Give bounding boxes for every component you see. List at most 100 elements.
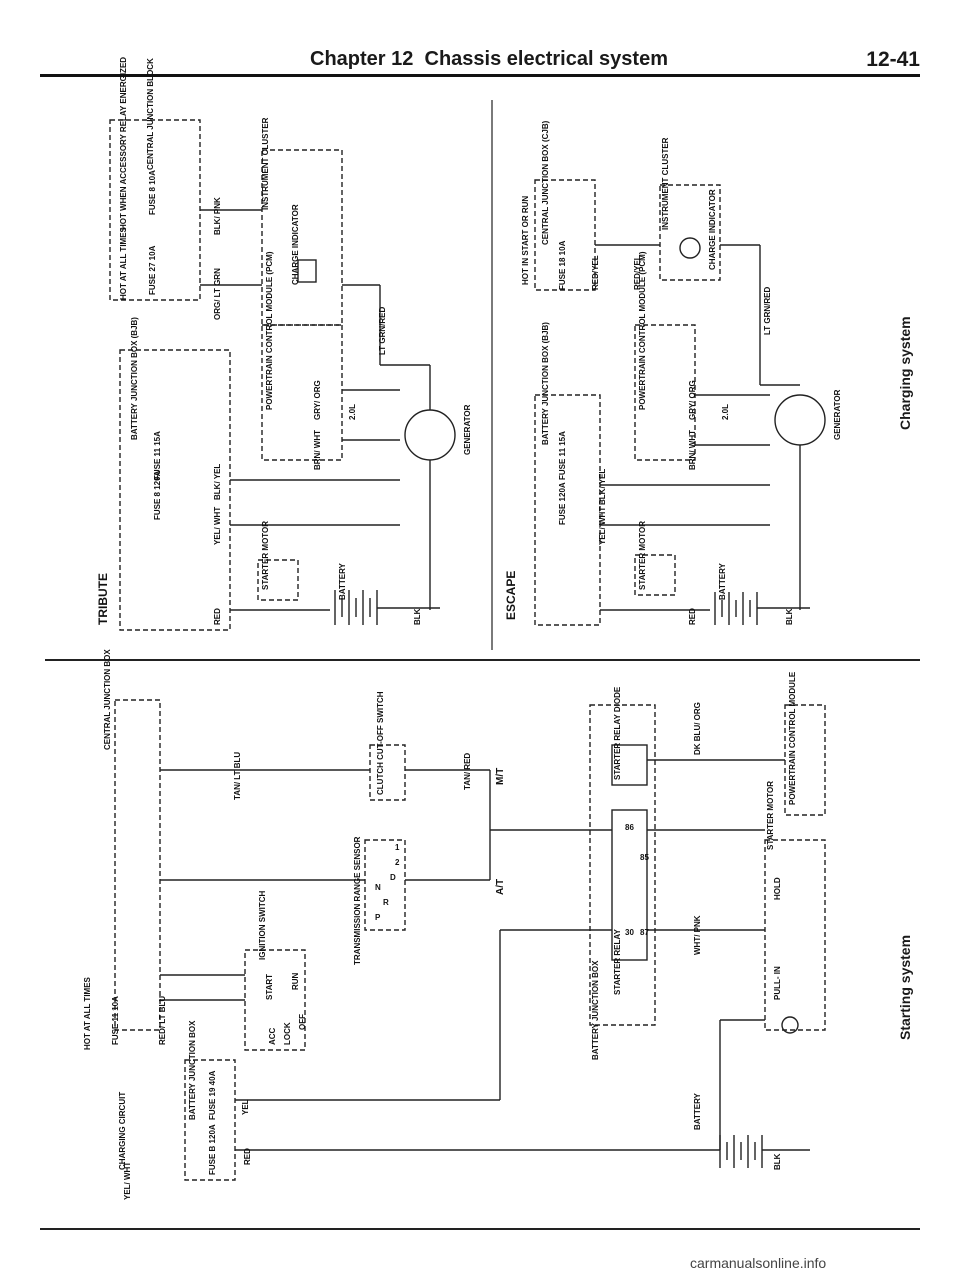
transmission-range-sensor-box — [364, 839, 406, 931]
escape-instrument-cluster — [659, 184, 721, 281]
starting-label-central-junction: CENTRAL JUNCTION BOX — [103, 649, 112, 750]
starting-wire-label-dk-blu-org: DK BLU/ ORG — [693, 702, 702, 755]
tribute-label-pcm: POWERTRAIN CONTROL MODULE (PCM) — [265, 251, 274, 410]
escape-label-central-junction: CENTRAL JUNCTION BOX (CJB) — [541, 120, 550, 245]
starting-label-pcm: POWERTRAIN CONTROL MODULE — [788, 671, 797, 805]
escape-label-fuse-11: FUSE 11 15A — [558, 431, 567, 480]
relay-pin-86: 86 — [625, 823, 634, 832]
tribute-wire-label-blk-pnk: BLK/ PNK — [213, 197, 222, 235]
tribute-instrument-cluster — [261, 149, 343, 326]
tribute-starter-motor-box — [257, 559, 299, 601]
escape-central-junction-box — [534, 179, 596, 291]
starting-label-hold: HOLD — [773, 877, 782, 900]
tribute-title: TRIBUTE — [96, 573, 110, 625]
footer-rule — [40, 1228, 920, 1230]
starting-wire-label-wht-pnk: WHT/ PNK — [693, 915, 702, 955]
starting-pos-off: OFF — [298, 1014, 307, 1030]
starting-label-bjb-bottom: BATTERY JUNCTION BOX — [591, 960, 600, 1060]
escape-label-fuse-18: FUSE 18 10A — [558, 240, 567, 290]
tribute-label-generator: GENERATOR — [463, 404, 472, 455]
starting-pos-acc: ACC — [268, 1027, 277, 1045]
escape-label-pcm: POWERTRAIN CONTROL MODULE (PCM) — [638, 251, 647, 410]
starter-relay-box — [611, 809, 648, 961]
escape-battery-symbol — [714, 592, 758, 625]
escape-label-charge-indicator: CHARGE INDICATOR — [708, 189, 717, 270]
escape-wire-label-red-yel-1: RED/YEL — [591, 255, 600, 290]
tribute-wire-label-blk: BLK — [413, 608, 422, 625]
starting-battery-junction-box — [184, 1059, 236, 1181]
starter-motor-symbol — [781, 1016, 799, 1034]
starting-pos-lock: LOCK — [283, 1022, 292, 1045]
escape-title: ESCAPE — [504, 571, 518, 620]
starting-pos-start: START — [265, 974, 274, 1000]
starting-label-at: A/T — [495, 879, 506, 895]
tribute-label-central-junction: CENTRAL JUNCTION BLOCK — [146, 58, 155, 170]
gear-1: 1 — [395, 843, 400, 852]
escape-label-instrument-cluster: INSTRUMENT CLUSTER — [661, 137, 670, 230]
relay-pin-30: 30 — [625, 928, 634, 937]
starting-label-battery-junction: BATTERY JUNCTION BOX — [188, 1020, 197, 1120]
starting-wire-label-tan-ltblu: TAN/ LT BLU — [233, 752, 242, 800]
escape-label-hot-start-run: HOT IN START OR RUN — [521, 196, 530, 285]
gear-n: N — [375, 883, 381, 892]
starting-battery-symbol — [719, 1135, 763, 1168]
tribute-label-battery: BATTERY — [338, 562, 347, 600]
tribute-wire-label-red: RED — [213, 608, 222, 625]
tribute-generator-symbol — [404, 409, 456, 461]
starting-wire-label-red-ltblu: RED/ LT BLU — [158, 996, 167, 1045]
escape-label-engine: 2.0L — [721, 404, 730, 420]
escape-pcm-box — [634, 324, 696, 461]
escape-label-generator: GENERATOR — [833, 389, 842, 440]
escape-label-starter-motor: STARTER MOTOR — [638, 521, 647, 590]
escape-wire-label-red-yel-2: RED/YEL — [633, 255, 642, 290]
starting-wire-label-blk: BLK — [773, 1153, 782, 1170]
relay-pin-87: 87 — [640, 928, 649, 937]
starting-label-battery: BATTERY — [693, 1092, 702, 1130]
escape-charge-indicator — [679, 237, 701, 259]
starting-wire-label-yel: YEL — [241, 1099, 250, 1115]
gear-2: 2 — [395, 858, 400, 867]
tribute-label-hot-accessory: HOT WHEN ACCESSORY RELAY ENERGIZED — [119, 57, 128, 230]
escape-starter-motor-box — [634, 554, 676, 596]
tribute-wire-label-lt-grn-red: LT GRN/RED — [378, 306, 387, 355]
starting-label-starter-motor: STARTER MOTOR — [766, 781, 775, 850]
escape-wire-label-gry-org: GRY/ ORG — [688, 380, 697, 420]
tribute-label-fuse-27: FUSE 27 10A — [148, 245, 157, 295]
starter-relay-diode-box — [611, 744, 648, 786]
chapter-title: Chapter 12 Chassis electrical system — [310, 48, 668, 70]
starting-wire-label-yel-wht: YEL/ WHT — [123, 1162, 132, 1200]
gear-p: P — [375, 913, 381, 922]
tribute-wire-label-gry-org: GRY/ ORG — [313, 380, 322, 420]
starting-system-label: Starting system — [897, 934, 913, 1040]
clutch-switch-box — [369, 744, 406, 801]
starting-label-pull-in: PULL- IN — [773, 966, 782, 1000]
starter-relay-bjb-box — [589, 704, 656, 1026]
tribute-diagram: TRIBUTE HOT AT ALL TIMES HOT WHEN ACCESS… — [96, 57, 472, 631]
relay-pin-85: 85 — [640, 853, 649, 862]
page-number: 12-41 — [866, 48, 920, 71]
escape-wire-label-yel-wht: YEL/ WHT — [598, 507, 607, 545]
escape-wire-label-brn-wht: BRN/ WHT — [688, 430, 697, 470]
starting-label-fuse-19: FUSE 19 40A — [208, 1070, 217, 1120]
tribute-charge-indicator-box — [297, 259, 317, 283]
tribute-label-hot-all-times: HOT AT ALL TIMES — [119, 226, 128, 300]
tribute-wire-label-brn-wht: BRN/ WHT — [313, 430, 322, 470]
tribute-label-engine: 2.0L — [348, 404, 357, 420]
starting-label-trans-sensor: TRANSMISSION RANGE SENSOR — [353, 836, 362, 965]
starting-label-starter-relay: STARTER RELAY — [613, 929, 622, 995]
tribute-label-charge-indicator: CHARGE INDICATOR — [291, 204, 300, 285]
starting-label-fuse-11: FUSE 11 10A — [111, 996, 120, 1045]
escape-label-battery-junction: BATTERY JUNCTION BOX (BJB) — [541, 322, 550, 445]
tribute-label-fuse-11: FUSE 11 15A — [153, 431, 162, 480]
starting-label-ignition-switch: IGNITION SWITCH — [258, 890, 267, 960]
escape-wire-label-lt-grn-red: LT GRN/RED — [763, 286, 772, 335]
starting-label-mt: M/T — [495, 768, 506, 785]
starting-label-charging-circuit: CHARGING CIRCUIT — [118, 1092, 127, 1170]
tribute-pcm-box — [261, 324, 343, 461]
tribute-label-fuse-8-120a: FUSE 8 120A — [153, 470, 162, 520]
charging-system-label: Charging system — [897, 316, 913, 430]
escape-label-fuse-120a: FUSE 120A — [558, 482, 567, 525]
escape-battery-junction-box — [534, 394, 601, 626]
tribute-label-starter-motor: STARTER MOTOR — [261, 521, 270, 590]
